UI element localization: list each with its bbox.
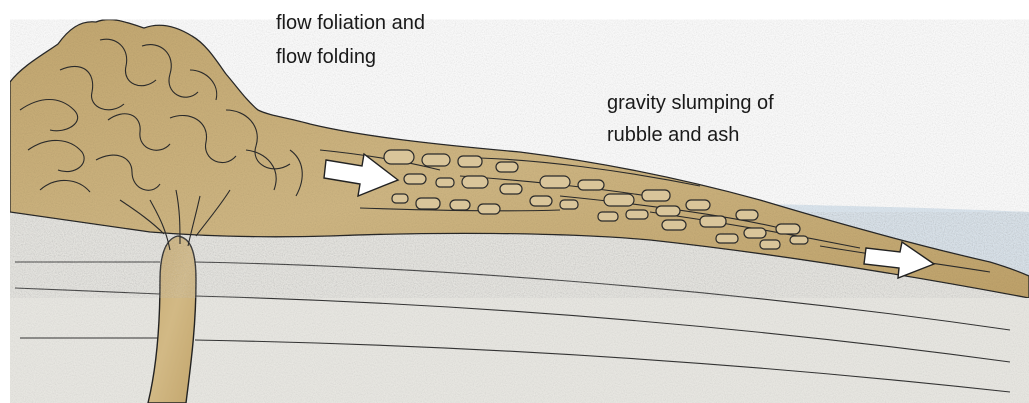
gravity-label-line-1: gravity slumping of [607,88,774,118]
gravity-label-line-2: rubble and ash [607,120,739,150]
flow-label-line-2: flow folding [276,42,376,72]
flow-label-line-1: flow foliation and [276,8,425,38]
